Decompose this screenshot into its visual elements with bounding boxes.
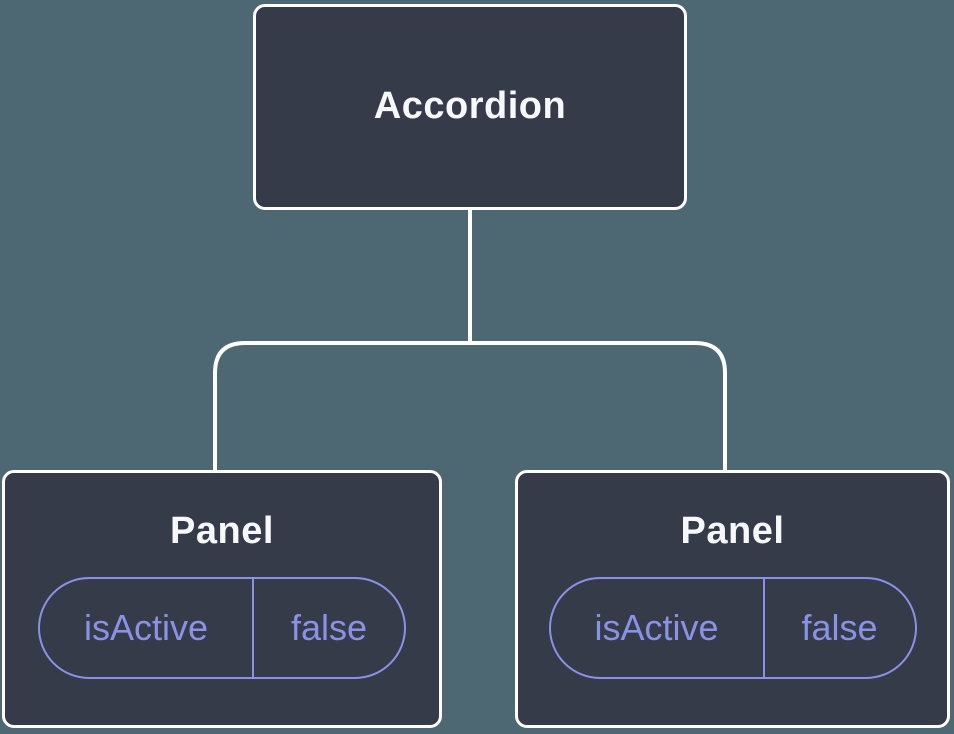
state-pill: isActive false bbox=[38, 576, 406, 679]
state-key: isActive bbox=[551, 578, 765, 677]
state-value: false bbox=[290, 606, 368, 648]
state-pill: isActive false bbox=[548, 576, 917, 679]
component-node-panel-left: Panel isActive false bbox=[2, 470, 442, 728]
node-label: Accordion bbox=[373, 85, 567, 128]
connector-bracket bbox=[213, 341, 727, 472]
component-node-panel-right: Panel isActive false bbox=[515, 470, 950, 728]
node-label: Panel bbox=[170, 510, 274, 552]
state-key: isActive bbox=[40, 578, 254, 677]
node-label: Panel bbox=[680, 510, 785, 552]
state-value: false bbox=[801, 606, 878, 648]
component-node-accordion: Accordion bbox=[253, 4, 687, 210]
